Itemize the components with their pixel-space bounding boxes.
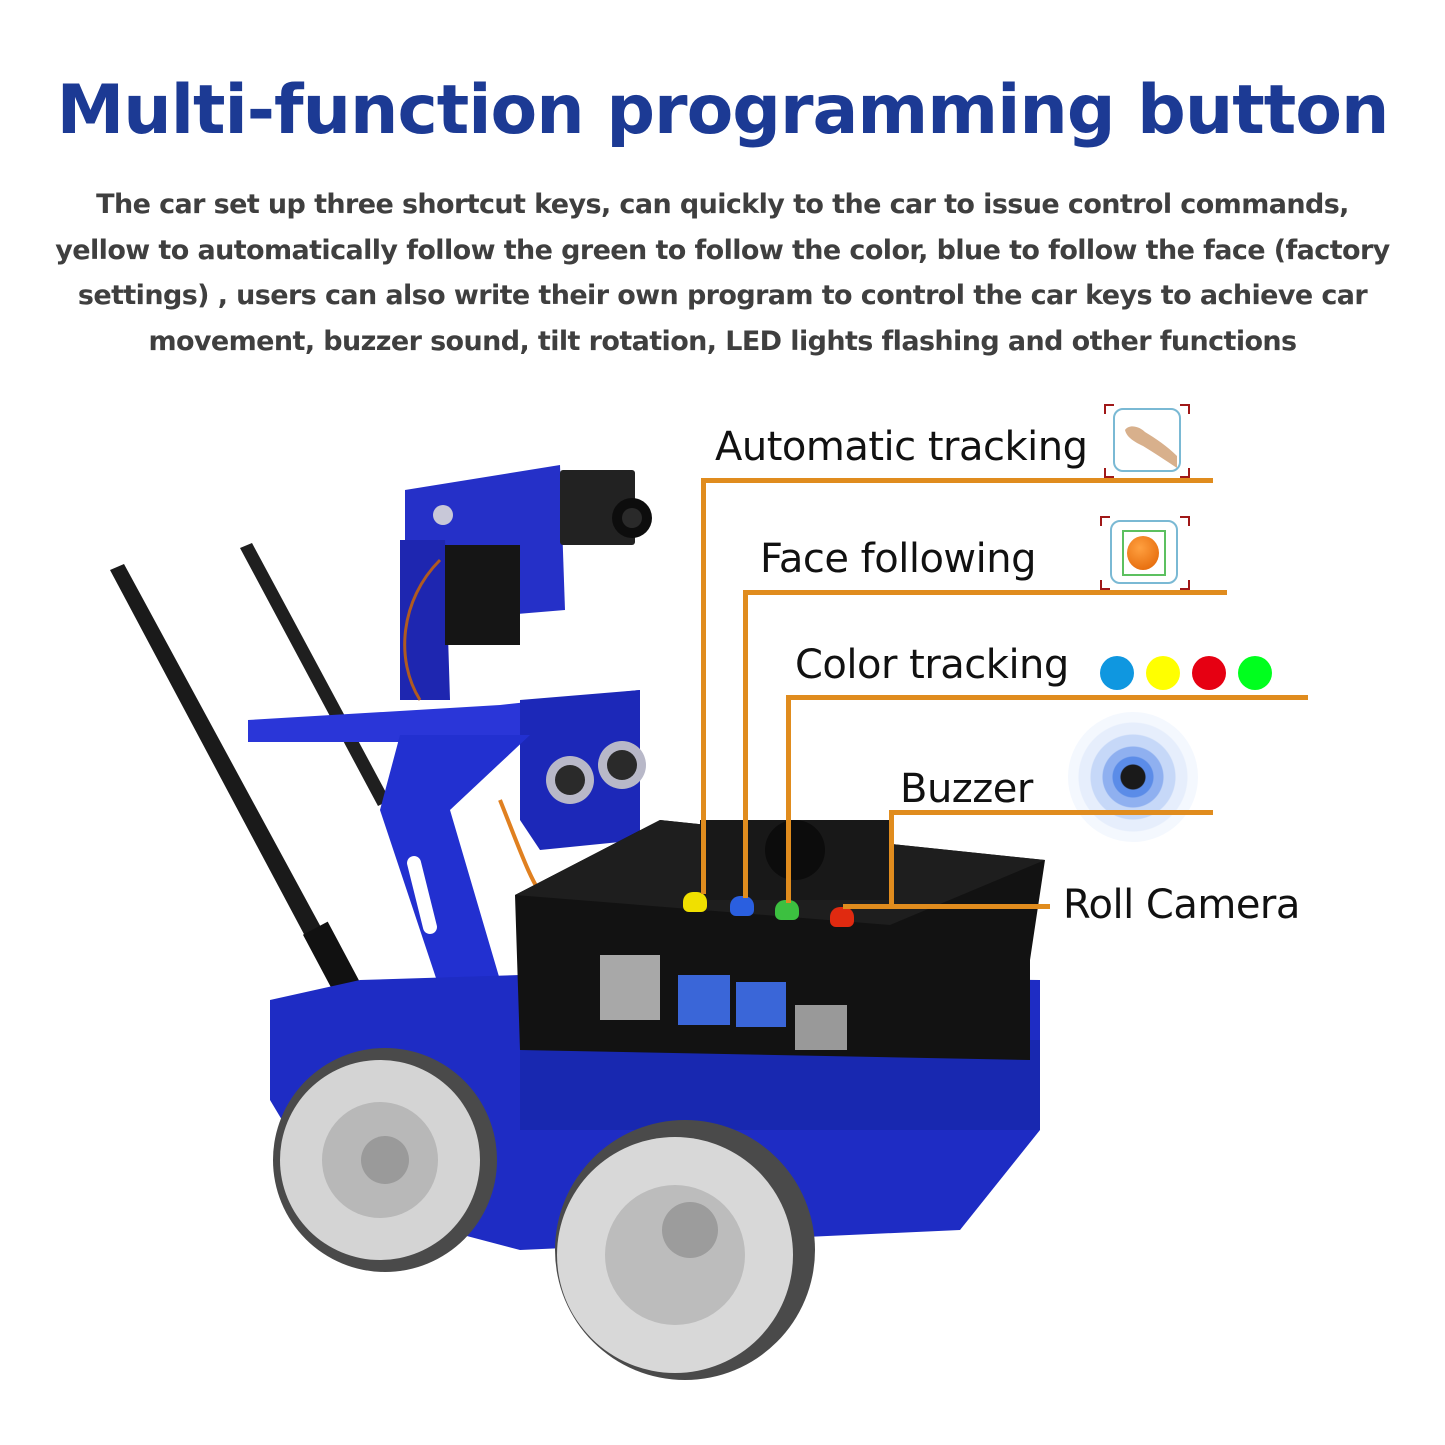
callout-line <box>701 478 1213 483</box>
wheel-icon <box>555 1120 815 1380</box>
callout-line <box>889 810 894 905</box>
callout-line <box>786 695 791 903</box>
blue-dot <box>1100 656 1134 690</box>
antenna-icon <box>110 543 390 998</box>
description-line: settings) , users can also write their o… <box>77 280 1368 311</box>
blue-button <box>730 896 754 916</box>
wheel-icon <box>273 1048 497 1272</box>
description-line: movement, buzzer sound, tilt rotation, L… <box>148 325 1297 357</box>
callout-label-automatic-tracking: Automatic tracking <box>715 424 1088 470</box>
green-button <box>775 900 799 920</box>
callout-label-roll-camera: Roll Camera <box>1063 882 1300 928</box>
callout-label-face-following: Face following <box>760 536 1037 582</box>
page-title: Multi-function programming button <box>56 71 1390 150</box>
description-line: The car set up three shortcut keys, can … <box>96 189 1349 220</box>
yellow-button <box>683 892 707 912</box>
description: The car set up three shortcut keys, can … <box>40 182 1405 364</box>
red-dot <box>1192 656 1226 690</box>
callout-line <box>743 590 748 898</box>
callout-line <box>743 590 1227 595</box>
description-line: yellow to automatically follow the green… <box>55 234 1390 266</box>
callout-line <box>889 810 1213 815</box>
callout-label-color-tracking: Color tracking <box>795 642 1069 688</box>
callout-line <box>701 478 706 894</box>
orange-target-icon <box>1100 516 1190 590</box>
callout-line <box>786 695 1308 700</box>
yellow-dot <box>1146 656 1180 690</box>
red-button <box>830 907 854 927</box>
callout-line <box>843 904 1050 909</box>
callout-label-buzzer: Buzzer <box>900 766 1033 812</box>
hand-tracking-icon <box>1104 404 1190 478</box>
green-dot <box>1238 656 1272 690</box>
robot-car-image <box>110 465 1045 1380</box>
buzzer-icon <box>1068 712 1198 842</box>
